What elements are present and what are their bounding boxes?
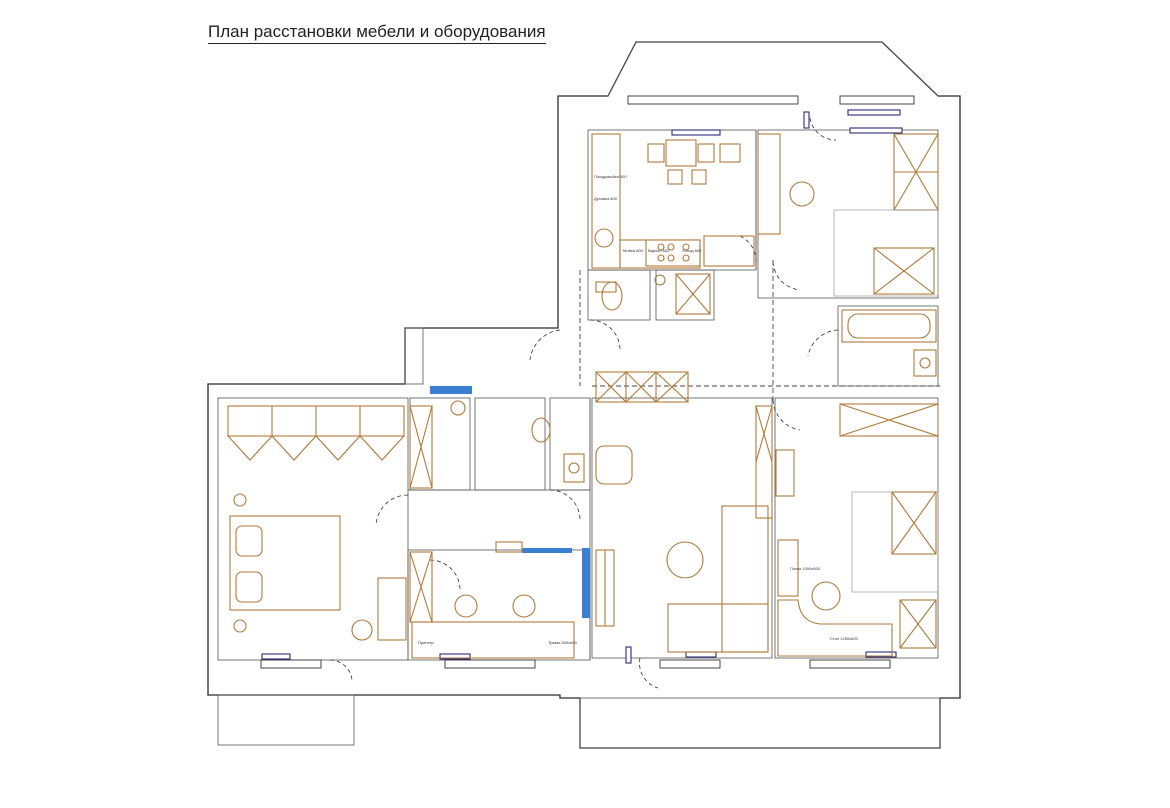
doors [329, 117, 839, 689]
label-washer: Холод 600 [682, 248, 702, 253]
label-desk-b: Полки 1000x500 [790, 566, 821, 571]
label-printer: Принтер [418, 640, 435, 645]
middle-rooms: Принтер Трюмо 600x600 [409, 400, 585, 659]
label-shelf: Стол 1200x600 [830, 636, 859, 641]
bathroom [841, 309, 937, 377]
glass-partition-3 [522, 548, 572, 553]
plan-title: План расстановки мебели и оборудования [208, 22, 546, 44]
label-oven: Духовка 600 [594, 196, 618, 201]
label-fridge: Посудомойка 600 [594, 174, 627, 179]
bedroom-top-right [757, 133, 939, 297]
hall-wardrobe [595, 371, 773, 519]
wc-area [595, 273, 711, 315]
living-room [595, 445, 769, 653]
label-sink: Мойка 600 [623, 248, 643, 253]
windows [260, 95, 915, 669]
interior-walls [217, 129, 940, 661]
label-dishwasher: Варочн 600 [648, 248, 670, 253]
glass-partition [430, 386, 472, 394]
bedroom-bottom-right: Стол 1200x600 Полки 1000x500 [775, 403, 939, 657]
outer-walls [207, 41, 961, 749]
bedroom-left [227, 405, 407, 641]
label-desk-a: Трюмо 600x600 [548, 640, 578, 645]
kitchen: Посудомойка 600 Духовка 600 Мойка 600 Ва… [591, 133, 755, 269]
glass-partition-2 [582, 548, 590, 618]
